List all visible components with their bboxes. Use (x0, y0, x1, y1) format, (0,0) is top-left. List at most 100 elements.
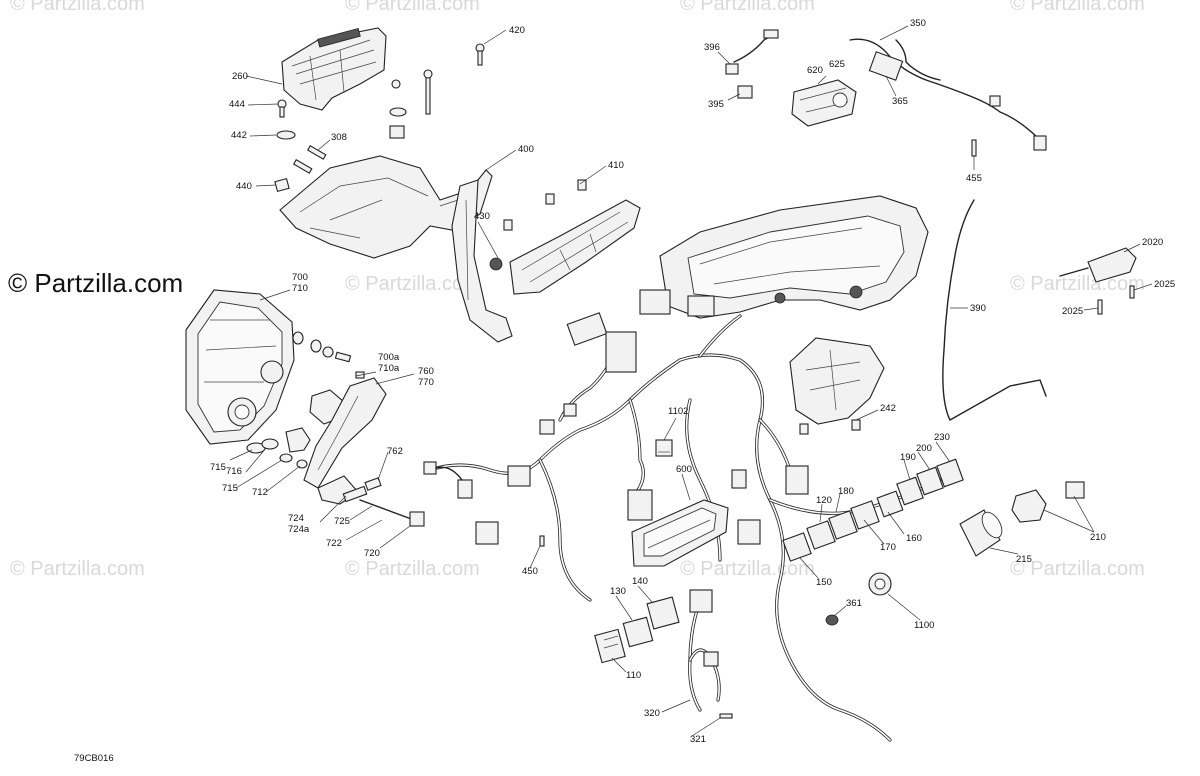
bracket-400 (279, 155, 513, 343)
sensor-396 (725, 29, 779, 99)
washer-442 (276, 130, 296, 140)
callout-110: 110 (626, 670, 641, 681)
callout-210: 210 (1090, 532, 1106, 543)
callout-365: 365 (892, 96, 908, 107)
connector-130 (622, 616, 654, 648)
nut-440 (274, 177, 290, 193)
callout-722: 722 (326, 538, 342, 549)
callout-724a: 724a (288, 524, 310, 535)
screw-321 (719, 713, 733, 719)
watermark-text: © Partzilla.com (1010, 273, 1145, 295)
callout-455: 455 (966, 173, 982, 184)
callout-720: 720 (364, 548, 380, 559)
leader-lines (229, 25, 1153, 737)
harness-connectors (475, 289, 809, 545)
screw-420 (475, 43, 485, 66)
watermark-text: © Partzilla.com (345, 558, 480, 580)
main-frame (659, 195, 929, 319)
watermark-text: © Partzilla.com (680, 0, 815, 15)
callout-724: 724 (288, 513, 304, 524)
callout-308: 308 (331, 132, 347, 143)
callout-600: 600 (676, 464, 692, 475)
connector-200 (916, 466, 944, 496)
sensor-210 (1011, 481, 1085, 523)
connector-chain (782, 458, 964, 562)
callout-130: 130 (610, 586, 626, 597)
callout-190: 190 (900, 452, 916, 463)
headlight-assembly-700 (185, 289, 295, 445)
cover-260 (281, 27, 387, 111)
callout-1102: 1102 (668, 406, 688, 417)
bolt-308 (292, 145, 327, 174)
watermark-text: © Partzilla.com (1010, 558, 1145, 580)
callout-442: 442 (231, 130, 247, 141)
bracket-410 (509, 179, 641, 295)
connector-150 (782, 532, 812, 562)
connector-160 (876, 490, 904, 518)
callout-242: 242 (880, 403, 896, 414)
connector-395 (737, 85, 753, 99)
callout-350: 350 (910, 18, 926, 29)
connector-140 (646, 596, 680, 630)
screw-450 (539, 535, 545, 547)
watermark-text: © Partzilla.com (10, 0, 145, 15)
callout-180: 180 (838, 486, 854, 497)
cable-390 (942, 199, 1047, 421)
callout-120: 120 (816, 495, 832, 506)
callout-170: 170 (880, 542, 896, 553)
sub-harness-320 (688, 589, 721, 712)
callout-396: 396 (704, 42, 720, 53)
callout-700: 700 (292, 272, 308, 283)
callout-215: 215 (1016, 554, 1032, 565)
callout-450: 450 (522, 566, 538, 577)
plug-361 (825, 614, 839, 626)
callout-200: 200 (916, 443, 932, 454)
connector-190 (896, 476, 924, 506)
watermark-text: © Partzilla.com (345, 273, 480, 295)
callout-430: 430 (474, 211, 490, 222)
callout-410: 410 (608, 160, 624, 171)
relay-assembly-350 (849, 38, 1047, 151)
callout-160: 160 (906, 533, 922, 544)
callout-716: 716 (226, 466, 242, 477)
fasteners-700a (292, 331, 365, 379)
left-connectors (423, 461, 473, 499)
callout-440: 440 (236, 181, 252, 192)
callout-710a: 710a (378, 363, 400, 374)
callout-361: 361 (846, 598, 862, 609)
callout-1100: 1100 (914, 620, 934, 631)
callout-390: 390 (970, 303, 986, 314)
callout-395: 395 (708, 99, 724, 110)
callout-321: 321 (690, 734, 706, 745)
callout-715-lower: 715 (222, 483, 238, 494)
callout-400: 400 (518, 144, 534, 155)
watermark-text: © Partzilla.com (680, 558, 815, 580)
callout-770: 770 (418, 377, 434, 388)
socket-1100 (868, 572, 892, 596)
module-620 (791, 79, 857, 127)
connector-1102 (655, 439, 673, 457)
callout-712: 712 (252, 487, 268, 498)
callout-2025-right: 2025 (1154, 279, 1175, 290)
grommet-430 (489, 257, 503, 271)
connector-230 (936, 458, 964, 488)
module-2020 (1059, 247, 1137, 315)
screw-stack (389, 69, 433, 139)
callout-320: 320 (644, 708, 660, 719)
callout-762: 762 (387, 446, 403, 457)
callout-710: 710 (292, 283, 308, 294)
fastener-444 (277, 99, 287, 118)
callout-625: 625 (829, 59, 845, 70)
callout-2025-left: 2025 (1062, 306, 1083, 317)
watermark-text: © Partzilla.com (10, 558, 145, 580)
callout-444: 444 (229, 99, 245, 110)
callout-700a: 700a (378, 352, 400, 363)
bracket-242 (789, 337, 885, 435)
callout-620: 620 (807, 65, 823, 76)
callout-715-upper: 715 (210, 462, 226, 473)
sleeve-215 (959, 509, 1003, 557)
partzilla-watermark: © Partzilla.com (8, 268, 183, 298)
watermark-text: © Partzilla.com (1010, 0, 1145, 15)
callout-2020: 2020 (1142, 237, 1163, 248)
